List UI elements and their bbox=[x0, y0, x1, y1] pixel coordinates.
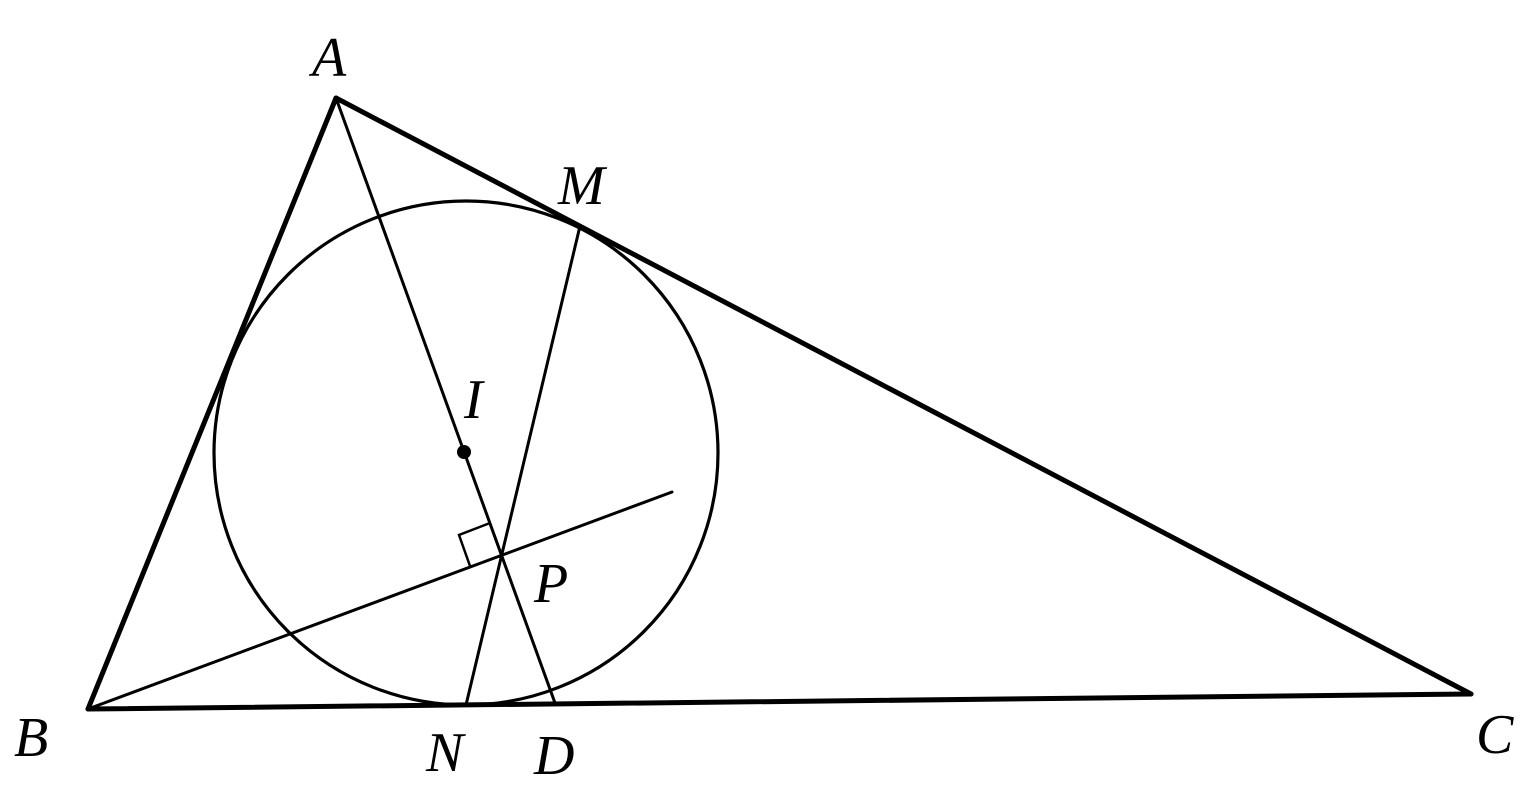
right-angle-marker bbox=[457, 521, 491, 567]
side-ab bbox=[85, 95, 339, 712]
segment-bp bbox=[86, 490, 674, 711]
label-a: A bbox=[308, 27, 347, 89]
side-ac bbox=[333, 95, 1474, 697]
segment-ad bbox=[334, 96, 557, 705]
label-b: B bbox=[14, 707, 48, 769]
side-bc bbox=[85, 691, 1474, 712]
label-m: M bbox=[557, 155, 608, 217]
label-c: C bbox=[1476, 704, 1514, 766]
segment-mn bbox=[464, 224, 582, 707]
incenter-dot bbox=[457, 445, 471, 459]
label-n: N bbox=[425, 722, 466, 784]
label-d: D bbox=[533, 725, 574, 787]
label-i: I bbox=[463, 369, 485, 431]
label-p: P bbox=[533, 553, 568, 615]
